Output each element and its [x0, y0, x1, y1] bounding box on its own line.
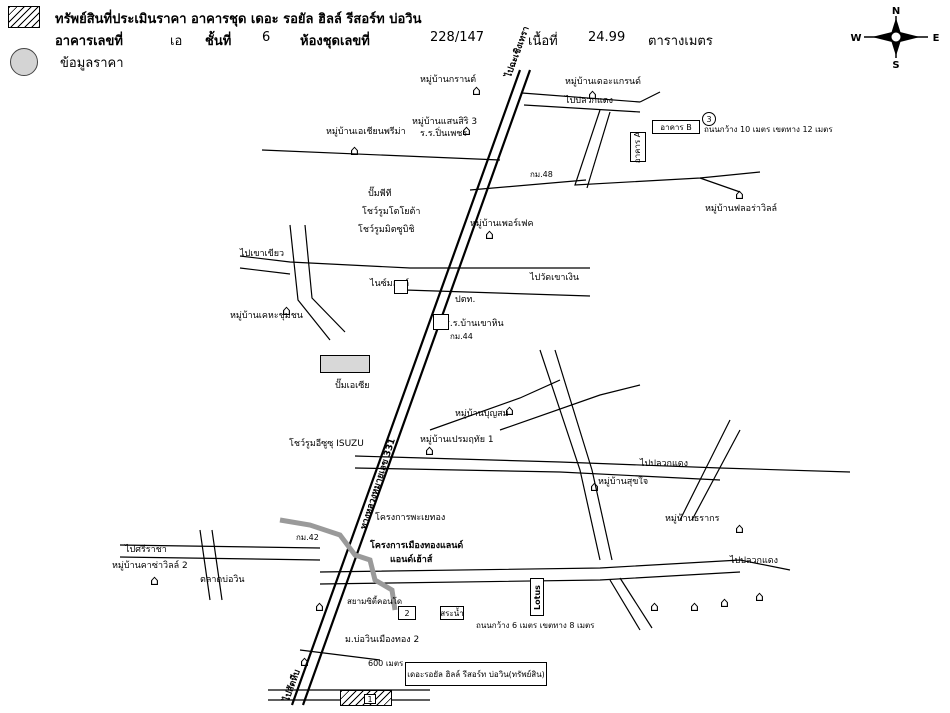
- village-9: หมู่บ้านเปรมฤทัย 1: [420, 435, 494, 445]
- village-house-icon: ⌂: [462, 123, 471, 139]
- compass-icon: N S E W: [850, 6, 940, 68]
- nicemall-box: [394, 280, 408, 294]
- village-house-icon: ⌂: [350, 143, 359, 159]
- km44-label: กม.44: [450, 332, 473, 341]
- school2-box: [433, 314, 449, 330]
- village-house-icon: ⌂: [650, 599, 659, 615]
- village-14: ม.บ่อวินเมืองทอง 2: [345, 635, 420, 645]
- isuzu-label: โชว์รูมอีซูซุ ISUZU: [289, 439, 364, 449]
- village-house-icon: ⌂: [505, 403, 514, 419]
- room-value: 228/147: [430, 30, 485, 45]
- village-1: หมู่บ้านกรานต์: [420, 75, 477, 85]
- project-3: โครงการพะเยทอง: [375, 513, 446, 523]
- condo-3: 3: [702, 112, 716, 126]
- sawasdee-label: สยามซิตี้คอนโด: [347, 597, 403, 606]
- ptt-label: ปตท.: [455, 295, 476, 305]
- village-house-icon: ⌂: [690, 599, 699, 615]
- condo-building-a: อาคาร A: [630, 131, 646, 163]
- village-11: หมู่บ้านธรากร: [665, 514, 720, 524]
- nicemall-label: ไนซ์มอลล์: [370, 279, 410, 289]
- village-house-icon: ⌂: [590, 479, 599, 495]
- to-wat-khao-ngoen: ไปวัดเขาเงิน: [530, 273, 580, 283]
- toyota-label: โชว์รูมโตโยต้า: [362, 207, 421, 217]
- condo-1: 1: [364, 694, 376, 704]
- building-label: อาคารเลขที่: [55, 34, 123, 49]
- village-house-icon: ⌂: [150, 573, 159, 589]
- compass-w: W: [850, 33, 861, 44]
- village-house-icon: ⌂: [315, 599, 324, 615]
- room-label: ห้องชุดเลขที่: [300, 34, 370, 49]
- village-5: หมู่บ้านเพอร์เฟค: [470, 219, 534, 229]
- village-7: หมู่บ้านเคหะชุมชน: [230, 311, 303, 321]
- page-title: ทรัพย์สินที่ประเมินราคา อาคารชุด เดอะ รอ…: [55, 12, 422, 27]
- floor-label: ชั้นที่: [205, 34, 232, 49]
- compass-n: N: [892, 6, 900, 17]
- dist2-label: ถนนกว้าง 6 เมตร เขตทาง 8 เมตร: [476, 621, 595, 630]
- school-label: ร.ร.ปิ่นเพชร: [420, 129, 468, 139]
- dist3-label: 600 เมตร: [368, 659, 404, 668]
- asian-label: ปั๊มเอเซีย: [335, 381, 370, 391]
- village-house-icon: ⌂: [485, 227, 494, 243]
- village-house-icon: ⌂: [300, 654, 309, 670]
- pt-label: ปั๊มพีที: [368, 189, 392, 199]
- village-2: หมู่บ้านเดอะแกรนด์: [565, 77, 642, 87]
- km42-label: กม.42: [296, 533, 319, 542]
- dist1-label: ถนนกว้าง 10 เมตร เขตทาง 12 เมตร: [704, 125, 833, 134]
- village-8: หมู่บ้านบุญสม: [455, 409, 509, 419]
- condo-2: 2: [398, 606, 416, 620]
- village-house-icon: ⌂: [588, 87, 597, 103]
- mitsubishi-label: โชว์รูมมิตซูบิชิ: [358, 225, 415, 235]
- price-info-legend-circle: [10, 48, 38, 76]
- condo-box: เดอะรอยัล ฮิลล์ รีสอร์ท บ่อวิน(ทรัพย์สิน…: [405, 662, 547, 686]
- school2-label: ร.ร.บ้านเขาหิน: [445, 319, 504, 329]
- village-house-icon: ⌂: [735, 187, 744, 203]
- to-pluak-daeng-top: ไปปลวกแดง: [565, 96, 614, 106]
- to-khao-khiao: ไปเขาเขียว: [240, 249, 285, 259]
- village-12: หมู่บ้านคาซ่าวิลล์ 2: [112, 561, 188, 571]
- village-house-icon: ⌂: [472, 83, 481, 99]
- project-2: แอนด์เฮ้าส์: [390, 555, 433, 565]
- to-sriracha: ไปศรีราชา: [125, 545, 167, 555]
- subject-property-legend-swatch: [8, 6, 40, 28]
- project-1: โครงการเมืองทองแลนด์: [370, 541, 464, 551]
- village-house-icon: ⌂: [755, 589, 764, 605]
- village-house-icon: ⌂: [720, 595, 729, 611]
- area-value: 24.99: [588, 30, 626, 45]
- market-label: ตลาดบ่อวิน: [200, 575, 245, 585]
- km48-label: กม.48: [530, 170, 553, 179]
- price-info-label: ข้อมูลราคา: [60, 56, 124, 71]
- building-value: เอ: [170, 34, 183, 49]
- village-6: หมู่บ้านฟลอร่าวิลล์: [705, 204, 778, 214]
- pool: สระน้ำ: [440, 606, 464, 620]
- village-house-icon: ⌂: [425, 443, 434, 459]
- area-unit: ตารางเมตร: [648, 34, 713, 49]
- compass-s: S: [892, 60, 899, 68]
- lotus-store: Lotus: [530, 578, 544, 616]
- asian-station-building: [320, 355, 370, 373]
- to-pluak-daeng-mid: ไปปลวกแดง: [640, 459, 689, 469]
- village-house-icon: ⌂: [735, 521, 744, 537]
- compass-e: E: [933, 33, 940, 44]
- floor-value: 6: [262, 30, 271, 45]
- village-house-icon: ⌂: [282, 303, 291, 319]
- village-10: หมู่บ้านสุขใจ: [598, 477, 649, 487]
- village-4: หมู่บ้านเอเชียนพรีม่า: [326, 127, 406, 137]
- to-pluak-daeng-right: ไปปลวกแดง: [730, 556, 779, 566]
- condo-building-b: อาคาร B: [652, 120, 700, 134]
- village-3: หมู่บ้านแสนสิริ 3: [412, 117, 478, 127]
- area-label: เนื้อที่: [528, 34, 558, 49]
